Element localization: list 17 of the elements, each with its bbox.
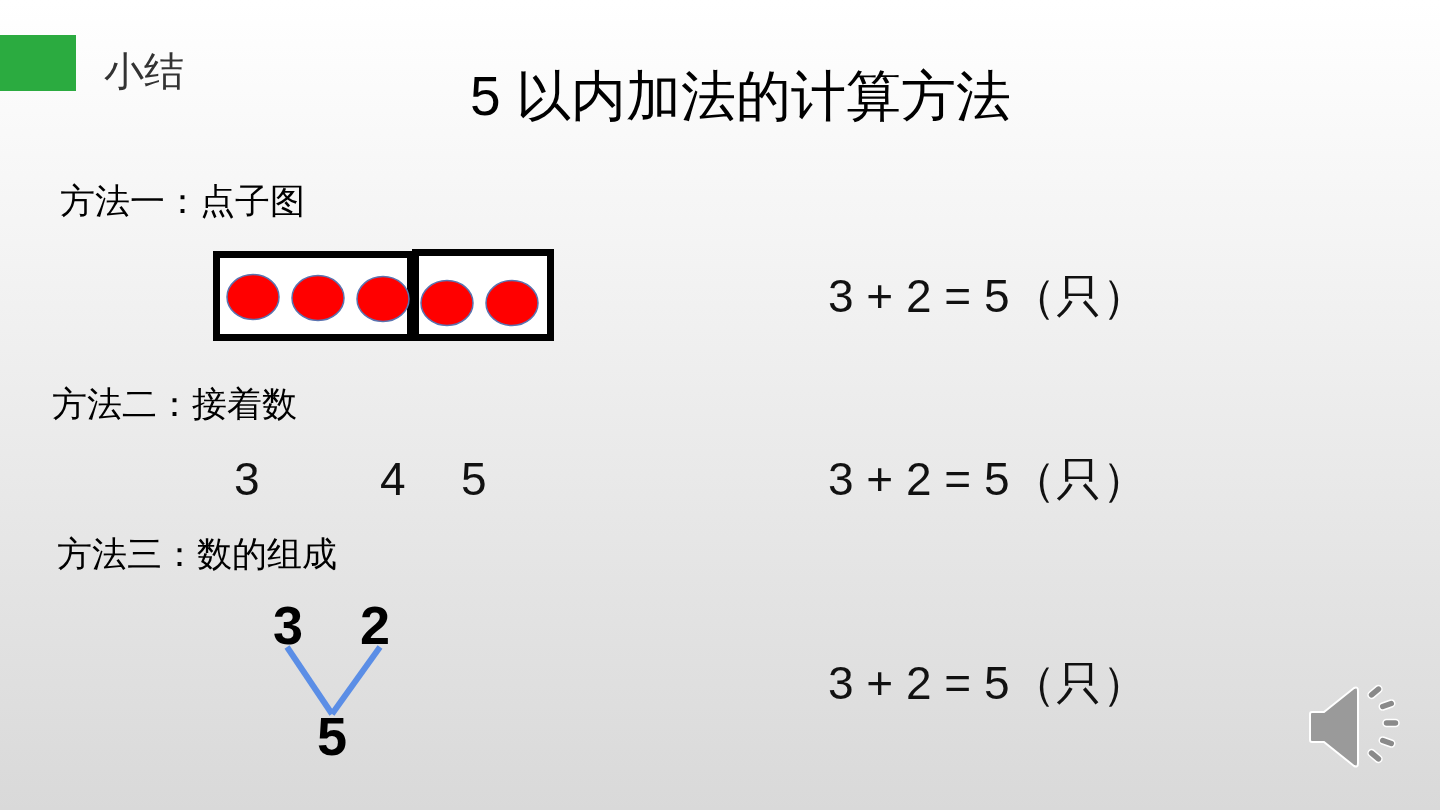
equation: 3 + 2 = 5（只） [828, 452, 1148, 507]
bond-number: 3 [271, 603, 305, 647]
bond-number: 2 [358, 603, 392, 647]
count-number: 5 [461, 452, 487, 507]
equation: 3 + 2 = 5（只） [828, 269, 1148, 324]
connector-line [329, 645, 383, 716]
method-heading: 方法一：点子图 [60, 180, 305, 222]
equation: 3 + 2 = 5（只） [828, 656, 1148, 711]
section-heading: 小结 [104, 48, 184, 95]
count-number: 3 [234, 452, 260, 507]
section-marker [0, 35, 76, 91]
count-number: 4 [380, 452, 406, 507]
bond-number: 5 [315, 714, 349, 758]
connector-line [284, 645, 335, 716]
method-heading: 方法二：接着数 [52, 383, 297, 425]
method-heading: 方法三：数的组成 [57, 533, 337, 575]
slide-title: 5 以内加法的计算方法 [470, 64, 1011, 129]
